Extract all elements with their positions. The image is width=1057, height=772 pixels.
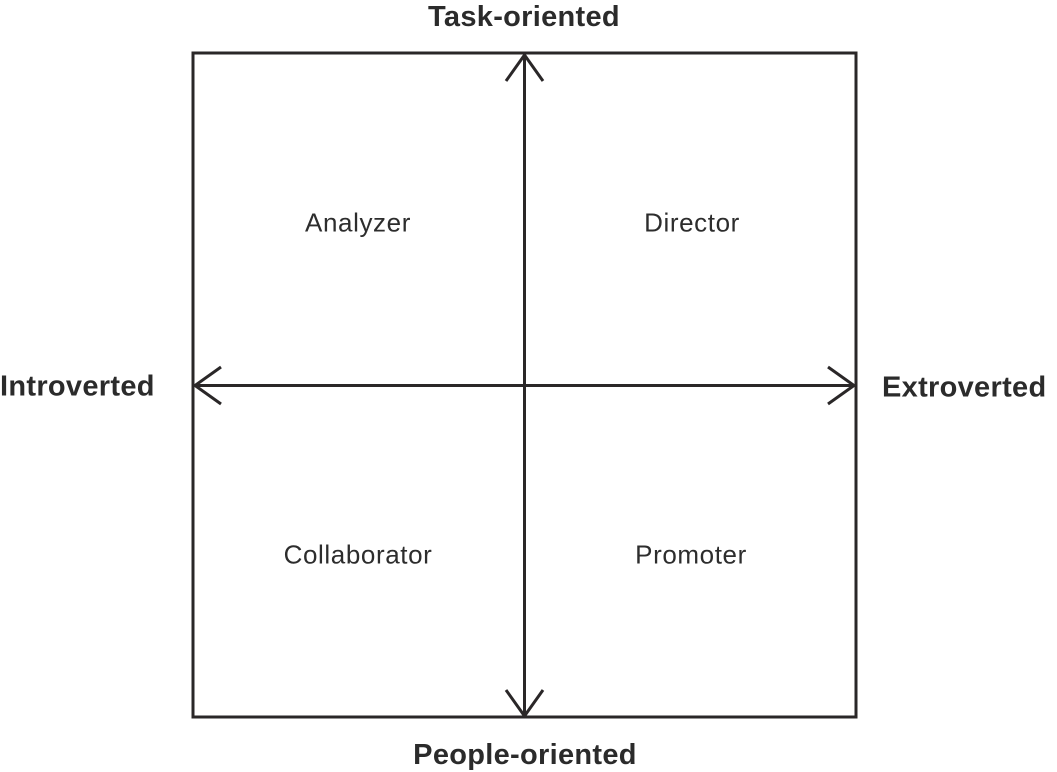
axis-label-introverted: Introverted (0, 370, 155, 403)
arrow-down-icon (504, 689, 545, 719)
axis-label-people-oriented: People-oriented (413, 739, 637, 771)
quadrant-label-director: Director (644, 207, 740, 238)
arrow-right-icon (827, 365, 857, 406)
quadrant-label-collaborator: Collaborator (283, 539, 433, 570)
axis-label-extroverted: Extroverted (882, 371, 1047, 404)
axis-label-task-oriented: Task-oriented (428, 1, 620, 33)
arrow-left-icon (192, 365, 222, 406)
quadrant-label-analyzer: Analyzer (305, 207, 411, 238)
quadrant-label-promoter: Promoter (635, 539, 747, 570)
arrow-up-icon (504, 52, 545, 82)
